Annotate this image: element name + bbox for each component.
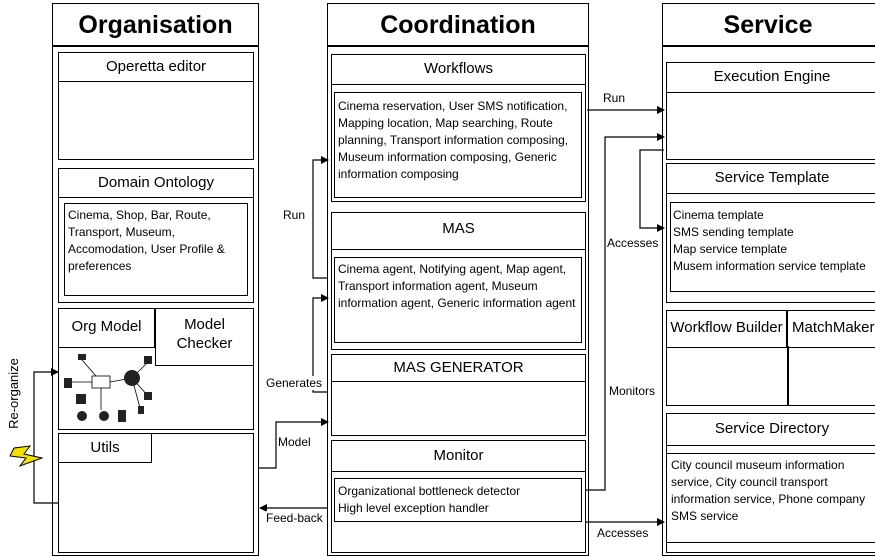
reorganize-label: Re-organize — [5, 358, 21, 429]
organisation-column-header: Organisation — [52, 3, 259, 46]
workflow-builder-header: Workflow Builder — [666, 310, 787, 348]
service-column-header: Service — [662, 3, 875, 46]
workflows-title: Workflows — [424, 60, 493, 77]
org-model-diagram-image — [64, 354, 152, 422]
mas-generator-title: MAS GENERATOR — [393, 359, 524, 376]
domain-ontology-items-box: Cinema, Shop, Bar, Route, Transport, Mus… — [64, 203, 248, 296]
monitor-item-2: High level exception handler — [338, 501, 489, 515]
workflows-items-box: Cinema reservation, User SMS notificatio… — [334, 92, 582, 198]
mas-title: MAS — [442, 220, 475, 237]
utils-title: Utils — [90, 439, 120, 456]
service-directory-header: Service Directory — [666, 413, 875, 446]
monitors-arrow — [582, 133, 665, 491]
model-arrow — [258, 418, 329, 469]
domain-ontology-title: Domain Ontology — [98, 174, 214, 191]
service-title: Service — [723, 11, 813, 39]
service-directory-title: Service Directory — [714, 420, 830, 437]
utils-header: Utils — [58, 433, 152, 463]
mas-header: MAS — [331, 212, 586, 250]
model-checker-title: Model Checker — [176, 316, 233, 352]
service-template-header: Service Template — [666, 163, 875, 194]
accesses-top-label: Accesses — [607, 236, 659, 250]
domain-ontology-header: Domain Ontology — [58, 168, 254, 198]
service-template-item-3: Map service template — [673, 242, 788, 256]
workflows-items: Cinema reservation, User SMS notificatio… — [338, 99, 569, 181]
monitor-item-1: Organizational bottleneck detector — [338, 484, 521, 498]
service-directory-items: City council museum information service,… — [671, 458, 866, 523]
generates-arrow — [312, 294, 329, 393]
operetta-editor-title: Operetta editor — [105, 58, 207, 75]
coordination-title: Coordination — [380, 11, 536, 39]
workflow-builder-divider — [787, 346, 789, 406]
model-label: Model — [278, 435, 311, 449]
service-template-items-box: Cinema template SMS sending template Map… — [670, 202, 875, 292]
execution-engine-title: Execution Engine — [713, 68, 831, 85]
monitor-items-box: Organizational bottleneck detector High … — [334, 478, 582, 522]
accesses-top-arrow — [639, 149, 665, 232]
monitors-label: Monitors — [609, 384, 656, 398]
matchmaker-header: MatchMaker — [787, 310, 875, 348]
mas-items-box: Cinema agent, Notifying agent, Map agent… — [334, 257, 582, 343]
workflows-header: Workflows — [331, 54, 586, 85]
accesses-bottom-label: Accesses — [597, 526, 649, 540]
reorganize-arrow — [33, 368, 59, 504]
feed-back-label: Feed-back — [266, 511, 323, 525]
domain-ontology-items: Cinema, Shop, Bar, Route, Transport, Mus… — [68, 208, 225, 273]
workflow-builder-title: Workflow Builder — [670, 319, 783, 336]
model-checker-header: Model Checker — [155, 308, 254, 366]
operetta-editor-header: Operetta editor — [58, 52, 254, 82]
mas-generator-header: MAS GENERATOR — [331, 354, 586, 382]
run-left-label: Run — [283, 208, 306, 222]
service-template-item-4: Musem information service template — [673, 259, 866, 273]
service-template-item-1: Cinema template — [673, 208, 764, 222]
mas-items: Cinema agent, Notifying agent, Map agent… — [338, 262, 576, 310]
matchmaker-title: MatchMaker — [792, 319, 875, 336]
run-left-arrow — [312, 156, 329, 279]
service-template-item-2: SMS sending template — [673, 225, 794, 239]
monitor-header: Monitor — [331, 440, 586, 472]
run-right-label: Run — [603, 91, 626, 105]
org-model-title: Org Model — [71, 318, 142, 335]
service-directory-items-box: City council museum information service,… — [666, 453, 875, 543]
monitor-title: Monitor — [433, 447, 484, 464]
coordination-column-header: Coordination — [327, 3, 589, 46]
lightning-icon — [9, 445, 44, 468]
org-model-header: Org Model — [58, 308, 155, 348]
organisation-title: Organisation — [78, 11, 233, 39]
service-template-title: Service Template — [714, 169, 830, 186]
execution-engine-header: Execution Engine — [666, 62, 875, 93]
connector-layer — [9, 106, 665, 526]
generates-label: Generates — [266, 376, 323, 390]
